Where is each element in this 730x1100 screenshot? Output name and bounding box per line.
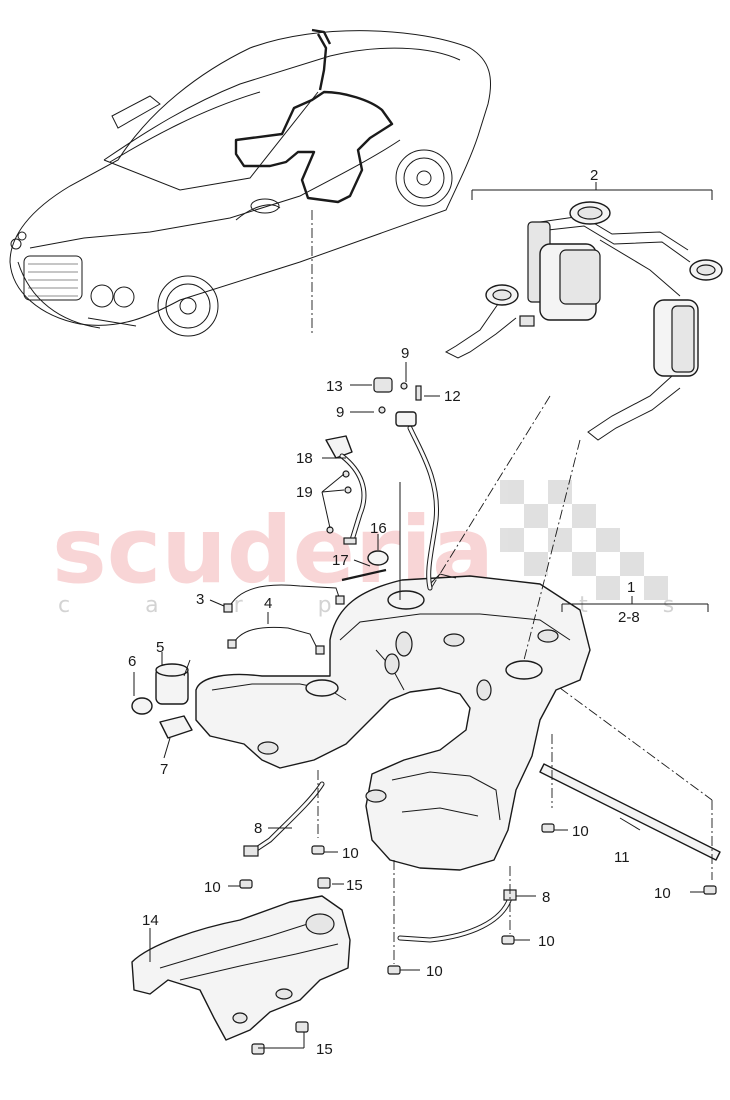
callout-18: 18 (296, 450, 313, 467)
bolt-10-e (501, 935, 515, 945)
leader-lines (133, 362, 704, 1049)
callout-5: 5 (156, 639, 164, 656)
callout-10f: 10 (426, 963, 443, 980)
fasteners (239, 823, 717, 1055)
callout-4: 4 (264, 595, 272, 612)
callout-11: 11 (614, 849, 630, 866)
clip-15-a (317, 877, 331, 889)
support-bar (539, 763, 721, 861)
bolt-10-d (703, 885, 717, 895)
callout-14: 14 (142, 912, 159, 929)
callout-8a: 8 (254, 820, 262, 837)
callout-13: 13 (326, 378, 343, 395)
fuel-tank (195, 573, 591, 871)
callout-9b: 9 (336, 404, 344, 421)
bolt-10-a (541, 823, 555, 833)
fuel-lines (223, 584, 345, 655)
bolt-10-f (387, 965, 401, 975)
fuel-pump-assembly (444, 201, 723, 441)
callout-15a: 15 (346, 877, 363, 894)
callout-labels: 2 1 2-8 9 13 12 9 18 19 16 17 3 4 5 6 7 … (128, 167, 671, 1058)
fuel-system-outline (234, 28, 394, 204)
callout-8b: 8 (542, 889, 550, 906)
callout-2: 2 (590, 167, 598, 184)
dashdot-pump-1 (429, 395, 551, 591)
clip-15-c (295, 1021, 309, 1033)
strap-right (397, 889, 517, 943)
bolt-10-b (311, 845, 325, 855)
callout-3: 3 (196, 591, 204, 608)
dashdot-pump-2 (523, 439, 581, 661)
filler-neck (373, 377, 440, 591)
callout-10b: 10 (342, 845, 359, 862)
vent-hose (325, 435, 401, 600)
dashdot-bar-to-tank (559, 687, 713, 801)
callout-10a: 10 (572, 823, 589, 840)
clip-15-b (251, 1043, 265, 1055)
callout-19: 19 (296, 484, 313, 501)
callout-1: 1 (627, 579, 635, 596)
fuel-filter (155, 659, 191, 705)
callout-10d: 10 (654, 885, 671, 902)
callout-16: 16 (370, 520, 387, 537)
callout-6: 6 (128, 653, 136, 670)
callout-15b: 15 (316, 1041, 333, 1058)
heat-shield (131, 895, 351, 1041)
callout-12: 12 (444, 388, 461, 405)
callout-17: 17 (332, 552, 349, 569)
callout-10c: 10 (204, 879, 221, 896)
bolt-10-c (239, 879, 253, 889)
clamp (131, 697, 153, 715)
checkered-flag-logo (500, 480, 668, 600)
callout-9a: 9 (401, 345, 409, 362)
callout-10e: 10 (538, 933, 555, 950)
callout-7: 7 (160, 761, 168, 778)
car-illustration (9, 30, 491, 337)
callout-1-range: 2-8 (618, 609, 640, 626)
filter-bracket (159, 715, 193, 739)
